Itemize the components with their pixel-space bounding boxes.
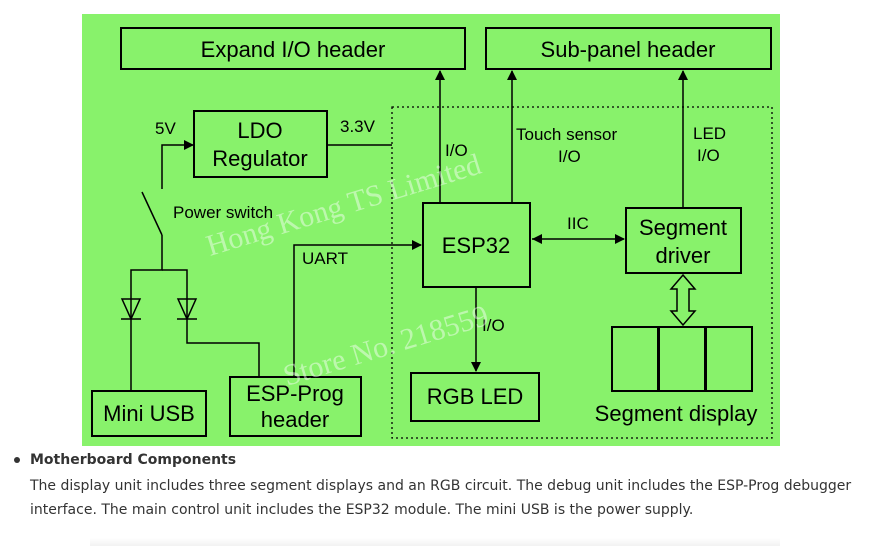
- label-3v3: 3.3V: [340, 117, 376, 136]
- esp-prog-header-box: ESP-Prog header: [229, 376, 362, 437]
- segment-display-label: Segment display: [595, 401, 758, 426]
- label-iic: IIC: [567, 214, 589, 233]
- expand-io-header-box: Expand I/O header: [120, 27, 466, 70]
- iic-arrowhead-right: [615, 234, 625, 244]
- ldo-label: LDO: [237, 118, 282, 143]
- subpanel-header-box: Sub-panel header: [485, 27, 772, 70]
- label-led: LED: [693, 124, 726, 143]
- block-diagram: Expand I/O header Sub-panel header LDO R…: [82, 14, 780, 446]
- mini-usb-box: Mini USB: [91, 390, 207, 437]
- iic-arrowhead-left: [532, 234, 542, 244]
- label-5v: 5V: [155, 119, 176, 138]
- esp-prog-label-line2: header: [261, 407, 330, 432]
- label-power-switch: Power switch: [173, 203, 273, 222]
- diode-1: [120, 298, 142, 321]
- segment-digit-3: [705, 326, 753, 392]
- expand-io-header-label: Expand I/O header: [201, 37, 386, 62]
- driver-display-link-arrow: [669, 273, 697, 327]
- main-control-region: [391, 106, 773, 439]
- segment-driver-box: Segment driver: [625, 207, 742, 274]
- esp32-label: ESP32: [442, 233, 511, 258]
- esp-prog-label-line1: ESP-Prog: [246, 381, 344, 406]
- subpanel-header-label: Sub-panel header: [541, 37, 716, 62]
- segment-driver-label-line1: Segment: [639, 215, 727, 240]
- label-touch-sensor: Touch sensor: [516, 125, 617, 144]
- regulator-label: Regulator: [212, 146, 307, 171]
- components-title-text: Motherboard Components: [30, 452, 237, 468]
- segment-display: Segment display: [595, 326, 758, 426]
- label-io-expand: I/O: [445, 141, 468, 160]
- components-description: The display unit includes three segment …: [30, 478, 852, 518]
- label-io-rgb: I/O: [482, 316, 505, 335]
- components-title: Motherboard Components: [14, 452, 862, 468]
- rgb-led-box: RGB LED: [410, 372, 540, 422]
- segment-driver-label-line2: driver: [655, 243, 710, 268]
- components-section: Motherboard Components The display unit …: [12, 452, 862, 522]
- label-led-io: I/O: [697, 146, 720, 165]
- label-touch-io: I/O: [558, 147, 581, 166]
- mini-usb-label: Mini USB: [103, 401, 195, 426]
- diode-2: [176, 298, 198, 321]
- signal-wiring: [293, 70, 688, 377]
- ldo-regulator-box: LDO Regulator: [193, 110, 328, 178]
- bullet-dot: [14, 457, 20, 463]
- power-wiring: [130, 140, 392, 391]
- rgb-led-label: RGB LED: [427, 384, 524, 409]
- label-uart: UART: [302, 249, 348, 268]
- bottom-divider: [90, 538, 780, 546]
